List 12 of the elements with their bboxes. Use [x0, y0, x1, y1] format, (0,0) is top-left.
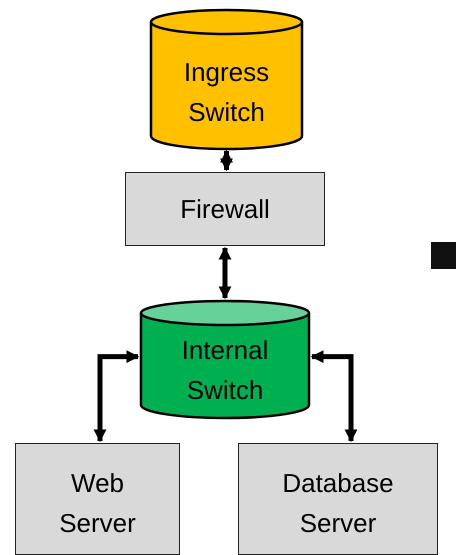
- node-label: Web Server: [58, 467, 137, 540]
- double-arrow: [218, 246, 232, 300]
- node-label: Database Server: [281, 467, 395, 540]
- node-label: Internal Switch: [180, 334, 270, 407]
- double-arrow: [310, 350, 358, 442]
- process-box: [125, 172, 325, 246]
- double-arrow: [220, 150, 233, 172]
- node-label: Firewall: [179, 193, 271, 226]
- process-box: [238, 443, 438, 555]
- double-arrow: [94, 350, 140, 442]
- process-box: [15, 443, 180, 555]
- node-label: Ingress Switch: [182, 56, 270, 129]
